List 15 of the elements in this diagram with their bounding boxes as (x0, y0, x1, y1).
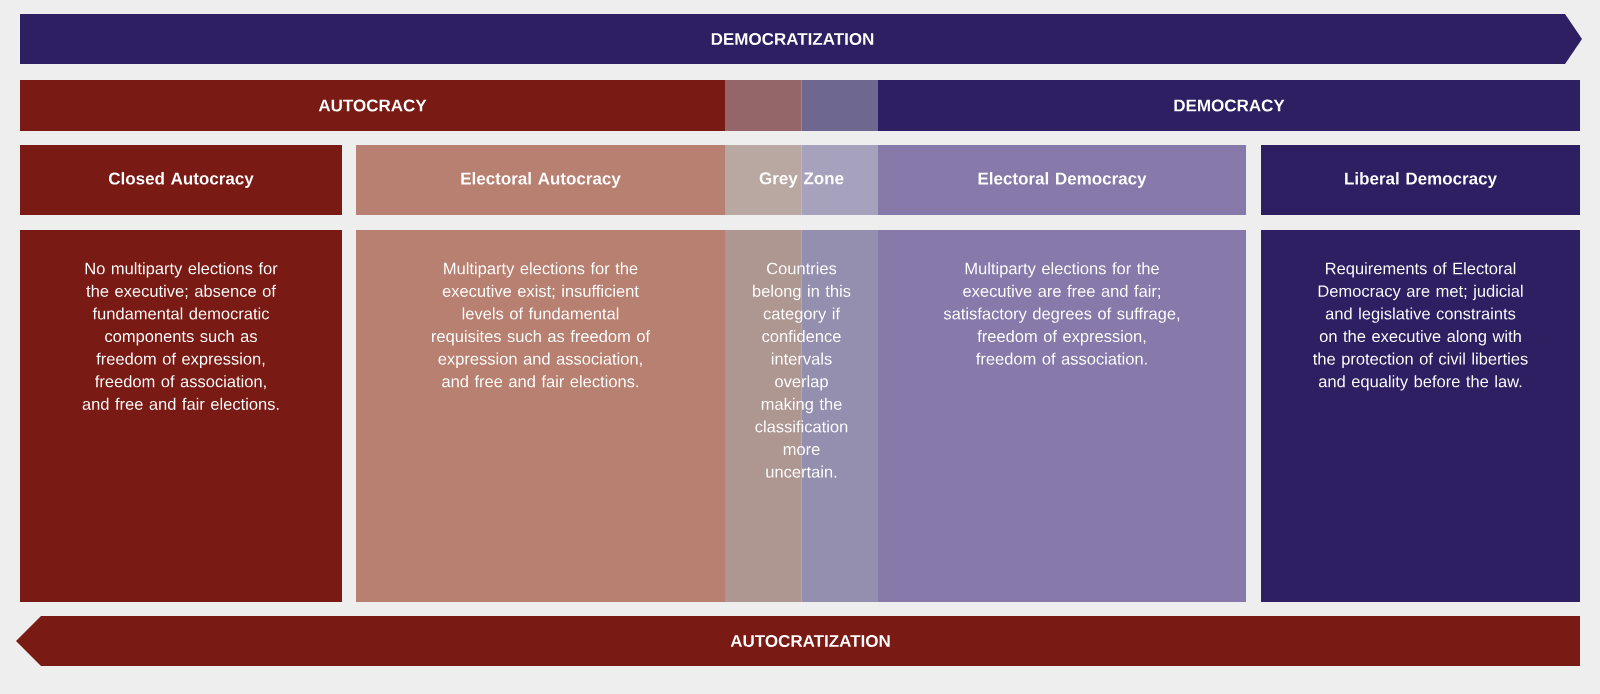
direction-banner: AUTOCRATIZATION (16, 616, 1580, 666)
description-box: Multiparty elections for the executive are free and fair; satisfactory degrees of suffrage, freedom of expression, freedom of association. (878, 230, 1246, 602)
category-band: AUTOCRACY (20, 80, 725, 131)
overlap-band (725, 80, 878, 131)
description-box: Countries belong in this category if confidence intervals overlap making the classification more uncertain. (725, 230, 878, 602)
header-box: Electoral Democracy (878, 145, 1246, 215)
description-box: No multiparty elections for the executive; absence of fundamental democratic components such as freedom of expression, freedom of association, and free and fair elections. (20, 230, 342, 602)
header-box: Liberal Democracy (1261, 145, 1580, 215)
header-box: Electoral Autocracy (356, 145, 725, 215)
description-box: Requirements of Electoral Democracy are met; judicial and legislative constraints on the executive along with the protection of civil liberties and equality before the law. (1261, 230, 1580, 602)
description-box: Multiparty elections for the executive exist; insufficient levels of fundamental requisites such as freedom of expression and association, and free and fair elections. (356, 230, 725, 602)
header-box: Grey Zone (725, 145, 878, 215)
header-box: Closed Autocracy (20, 145, 342, 215)
category-band: DEMOCRACY (878, 80, 1580, 131)
direction-banner: DEMOCRATIZATION (20, 14, 1582, 64)
